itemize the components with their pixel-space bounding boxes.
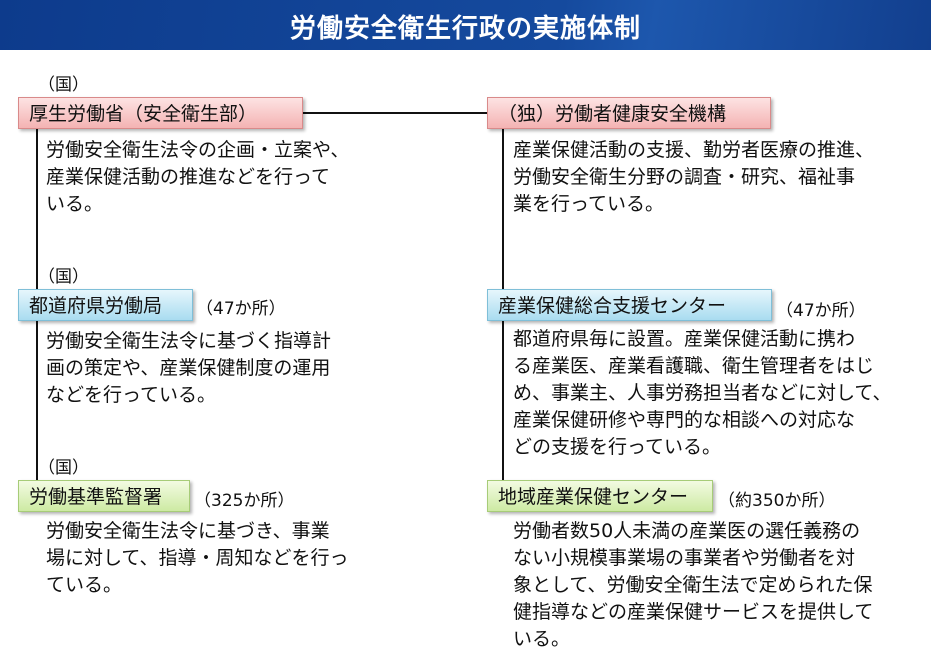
desc-line: ている。 bbox=[46, 574, 123, 596]
prefectural-labor-bureau-box: 都道府県労働局 bbox=[18, 289, 193, 321]
horizontal-connector-line bbox=[303, 112, 487, 114]
regional-occupational-health-center-box: 地域産業保健センター bbox=[487, 480, 713, 512]
desc-line: 業を行っている。 bbox=[513, 193, 665, 215]
desc-line: 産業保健研修や専門的な相談への対応な bbox=[513, 409, 856, 431]
desc-line: 労働安全衛生分野の調査・研究、福祉事 bbox=[513, 166, 856, 188]
regional-occupational-health-center-description: 労働者数50人未満の産業医の選任義務の ない小規模事業場の事業者や労働者を対 象… bbox=[513, 518, 873, 653]
desc-line: 労働者数50人未満の産業医の選任義務の bbox=[513, 520, 861, 542]
national-tag: （国） bbox=[38, 458, 89, 478]
desc-line: 労働安全衛生法令に基づき、事業 bbox=[46, 520, 330, 542]
labor-standards-office-box: 労働基準監督署 bbox=[18, 480, 190, 512]
desc-line: め、事業主、人事労務担当者などに対して、 bbox=[513, 382, 892, 404]
regional-occupational-health-center-count: （約350か所） bbox=[718, 491, 836, 511]
desc-line: どの支援を行っている。 bbox=[513, 436, 722, 458]
page-title: 労働安全衛生行政の実施体制 bbox=[289, 14, 641, 44]
labor-standards-office-description: 労働安全衛生法令に基づき、事業 場に対して、指導・周知などを行っ ている。 bbox=[46, 518, 348, 599]
labor-standards-office-count: （325か所） bbox=[194, 491, 295, 511]
desc-line: いる。 bbox=[513, 628, 571, 650]
johas-box: （独）労働者健康安全機構 bbox=[487, 97, 771, 129]
desc-line: 画の策定や、産業保健制度の運用 bbox=[46, 357, 331, 379]
desc-line: 労働安全衛生法令に基づく指導計 bbox=[46, 330, 332, 352]
desc-line: 労働安全衛生法令の企画・立案や、 bbox=[46, 139, 350, 161]
desc-line: る産業医、産業看護職、衛生管理者をはじ bbox=[513, 355, 875, 377]
occupational-health-support-center-count: （47か所） bbox=[776, 301, 866, 321]
mhlw-box: 厚生労働省（安全衛生部） bbox=[18, 97, 303, 129]
johas-description: 産業保健活動の支援、勤労者医療の推進、 労働安全衛生分野の調査・研究、福祉事 業… bbox=[513, 137, 874, 218]
national-tag: （国） bbox=[38, 75, 89, 95]
title-banner: 労働安全衛生行政の実施体制 bbox=[0, 0, 931, 50]
desc-line: 場に対して、指導・周知などを行っ bbox=[46, 547, 349, 569]
desc-line: いる。 bbox=[46, 193, 104, 215]
desc-line: 都道府県毎に設置。産業保健活動に携わ bbox=[513, 328, 856, 350]
prefectural-labor-bureau-description: 労働安全衛生法令に基づく指導計 画の策定や、産業保健制度の運用 などを行っている… bbox=[46, 328, 331, 409]
prefectural-labor-bureau-count: （47か所） bbox=[196, 299, 286, 319]
occupational-health-support-center-description: 都道府県毎に設置。産業保健活動に携わ る産業医、産業看護職、衛生管理者をはじ め… bbox=[513, 326, 891, 461]
desc-line: 産業保健活動の推進などを行って bbox=[46, 166, 331, 188]
desc-line: 象として、労働安全衛生法で定められた保 bbox=[513, 574, 873, 596]
desc-line: ない小規模事業場の事業者や労働者を対 bbox=[513, 547, 856, 569]
national-tag: （国） bbox=[38, 267, 89, 287]
desc-line: などを行っている。 bbox=[46, 384, 217, 406]
mhlw-description: 労働安全衛生法令の企画・立案や、 産業保健活動の推進などを行って いる。 bbox=[46, 137, 349, 218]
desc-line: 産業保健活動の支援、勤労者医療の推進、 bbox=[513, 139, 875, 161]
desc-line: 健指導などの産業保健サービスを提供して bbox=[513, 601, 874, 623]
occupational-health-support-center-box: 産業保健総合支援センター bbox=[487, 289, 772, 321]
